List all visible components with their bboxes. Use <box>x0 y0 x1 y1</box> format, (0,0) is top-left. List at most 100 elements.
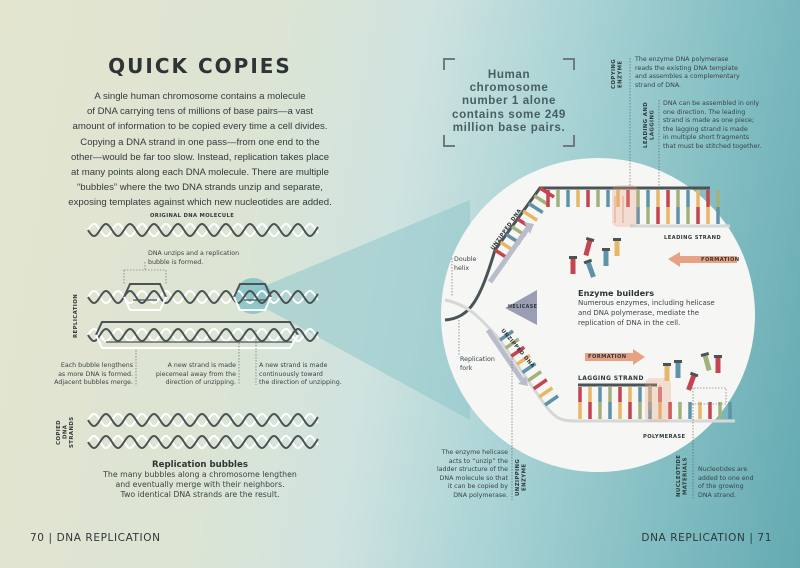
text-line: and assembles a complementary <box>635 73 740 81</box>
free-nucleotide <box>583 258 596 278</box>
nucleotide-materials-text: Nucleotides are added to one end of the … <box>698 466 754 500</box>
free-nucleotide <box>700 352 712 372</box>
text-line: it can be copied by <box>447 483 508 491</box>
nucleotide-materials-label: NUCLEOTIDE MATERIALS <box>676 454 689 498</box>
bracket-corner <box>563 58 575 70</box>
text-line: DNA can be assembled in only <box>663 100 760 107</box>
free-nucleotide <box>569 256 577 274</box>
caption-title: Replication bubbles <box>152 460 248 470</box>
text-line: DNA polymerase. <box>453 491 508 499</box>
text-line: Nucleotides are <box>698 466 748 473</box>
free-nucleotide <box>583 237 595 257</box>
bracket-corner <box>563 135 575 147</box>
nucleotide-base <box>675 362 681 378</box>
leading-lagging-text: DNA can be assembled in only one directi… <box>663 100 761 152</box>
text-line: ladder structure of the <box>436 466 508 474</box>
text-line: replication of DNA in the cell. <box>578 319 681 327</box>
base-rung <box>522 209 539 222</box>
note-line: bubble is formed. <box>148 258 204 266</box>
text-line: that must be stitched together. <box>663 142 762 150</box>
fact-line: contains some 249 <box>452 107 566 121</box>
leading-strand-label: LEADING STRAND <box>664 235 722 241</box>
text-line: of the growing <box>698 483 744 491</box>
note-line: Each bubble lengthens <box>60 362 133 369</box>
note-line: A new strand is made <box>167 362 236 369</box>
bubble-2 <box>233 283 272 298</box>
helix-strand-dark <box>87 412 319 428</box>
note-line: DNA unzips and a replication <box>148 250 240 257</box>
text-line: strand is made as one piece; <box>663 117 755 125</box>
bubble-2-lower <box>233 296 272 311</box>
original-dna-label: ORIGINAL DNA MOLECULE <box>150 213 235 219</box>
text-line: fork <box>460 364 473 372</box>
nucleotide-base <box>570 258 576 274</box>
nucleotide-sugar <box>689 371 699 378</box>
text-line: helix <box>454 264 470 272</box>
text-line: The enzyme helicase <box>441 449 508 456</box>
text-line: added to one end <box>698 474 754 482</box>
copying-enzyme-text: The enzyme DNA polymerase reads the exis… <box>635 56 740 90</box>
intro-line: other—would be far too slow. Instead, re… <box>70 151 330 163</box>
lagging-strand-label: LAGGING STRAND <box>578 375 644 382</box>
nucleotide-sugar <box>602 248 610 251</box>
leader-notes <box>135 330 257 385</box>
polymerase-label: POLYMERASE <box>643 434 686 440</box>
base-rung <box>510 345 526 358</box>
note-line: direction of unzipping. <box>165 379 236 387</box>
bubble-1-lower <box>123 296 167 311</box>
intro-line: exposing templates against which new nuc… <box>68 197 332 209</box>
formation-bottom-label: FORMATION <box>588 354 627 360</box>
free-nucleotide <box>602 248 610 266</box>
text-line: reads the existing DNA template <box>635 64 738 72</box>
nucleotide-base <box>664 365 670 381</box>
long-bubble <box>95 321 299 336</box>
intro-line: “bubbles” where the two DNA strands unzi… <box>77 182 323 194</box>
bracket-corner <box>443 58 455 70</box>
text-line: DNA strand. <box>698 491 737 499</box>
free-nucleotide <box>663 363 671 381</box>
helix-strand-dark <box>87 222 319 238</box>
arrow-head <box>518 376 528 386</box>
nucleotide-sugar <box>700 352 710 358</box>
text-line: and DNA polymerase, mediate the <box>578 309 700 317</box>
magnified-bubble-highlight <box>235 278 271 314</box>
callout-leaders <box>451 58 727 500</box>
unzipping-enzyme-text: The enzyme helicase acts to “unzip” the … <box>420 449 508 501</box>
intro-paragraph: A single human chromosome contains a mol… <box>20 89 380 211</box>
copied-strands-label: COPIED DNA STRANDS <box>56 416 75 448</box>
base-rung <box>527 202 544 214</box>
nucleotide-base <box>702 354 712 372</box>
unzipped-arrow <box>485 328 525 382</box>
arrow-head <box>524 222 534 234</box>
formation-arrow-right <box>585 349 645 365</box>
base-rung <box>521 362 537 374</box>
nucleotide-base <box>583 239 593 257</box>
nucleotide-sugar <box>583 258 593 265</box>
formation-top-label: FORMATION <box>701 257 740 263</box>
polymerase-enzyme <box>645 378 671 422</box>
note-continuous: A new strand is made continuously toward… <box>259 362 342 388</box>
note-line: piecemeal away from the <box>155 370 236 378</box>
text-line: one direction. The leading <box>663 108 746 116</box>
nucleotide-base <box>614 240 620 256</box>
caption-line: and eventually merge with their neighbor… <box>115 480 285 489</box>
double-helix-label: Double helix <box>454 256 476 273</box>
long-bubble-lower <box>95 334 299 349</box>
helix-strand-dark <box>87 327 319 343</box>
note-lengthens: Each bubble lengthens as more DNA is for… <box>30 362 133 388</box>
intro-line: A single human chromosome contains a mol… <box>94 91 306 102</box>
base-rung <box>532 378 548 391</box>
nucleotide-base <box>603 250 609 266</box>
unzipping-enzyme-label: UNZIPPING ENZYME <box>515 458 528 496</box>
base-rung <box>527 370 543 383</box>
nucleotide-sugar <box>714 355 722 358</box>
replication-label: REPLICATION <box>73 293 79 339</box>
text-line: Double <box>454 256 477 263</box>
polymerase-enzyme <box>612 185 638 227</box>
free-nucleotide <box>714 355 722 373</box>
unzipped-arrow <box>487 226 531 284</box>
caption-line: The many bubbles along a chromosome leng… <box>103 470 297 479</box>
intro-line: amount of information to be copied every… <box>72 121 328 133</box>
free-nucleotide <box>613 238 621 256</box>
